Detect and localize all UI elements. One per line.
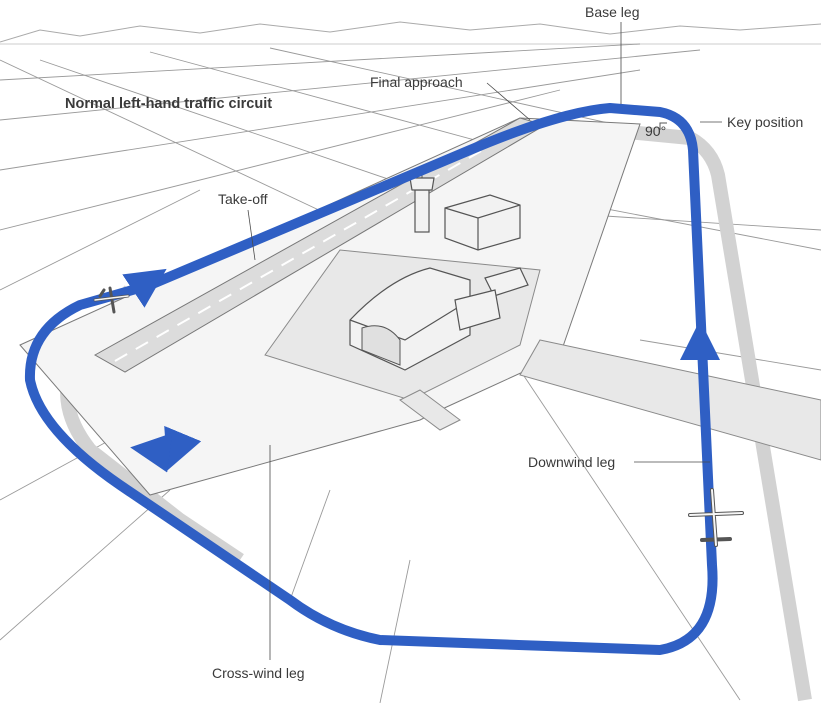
right-angle-marker: [659, 122, 667, 130]
label-cross-wind-leg: Cross-wind leg: [212, 665, 305, 681]
aircraft: [93, 286, 130, 314]
horizon-mountains: [0, 21, 821, 45]
label-key-position: Key position: [727, 114, 803, 130]
label-base-leg: Base leg: [585, 4, 639, 20]
diagram-title: Normal left-hand traffic circuit: [65, 96, 272, 112]
label-leaders: [247, 22, 722, 660]
hangar: [349, 267, 501, 371]
terminal-building: [444, 194, 529, 297]
label-90-degrees: 90°: [645, 123, 666, 139]
traffic-circuit-path: [24, 103, 720, 655]
label-final-approach: Final approach: [370, 74, 463, 90]
label-take-off: Take-off: [218, 191, 268, 207]
control-tower: [409, 165, 435, 233]
label-downwind-leg: Downwind leg: [528, 454, 615, 470]
aircraft: [688, 488, 744, 547]
